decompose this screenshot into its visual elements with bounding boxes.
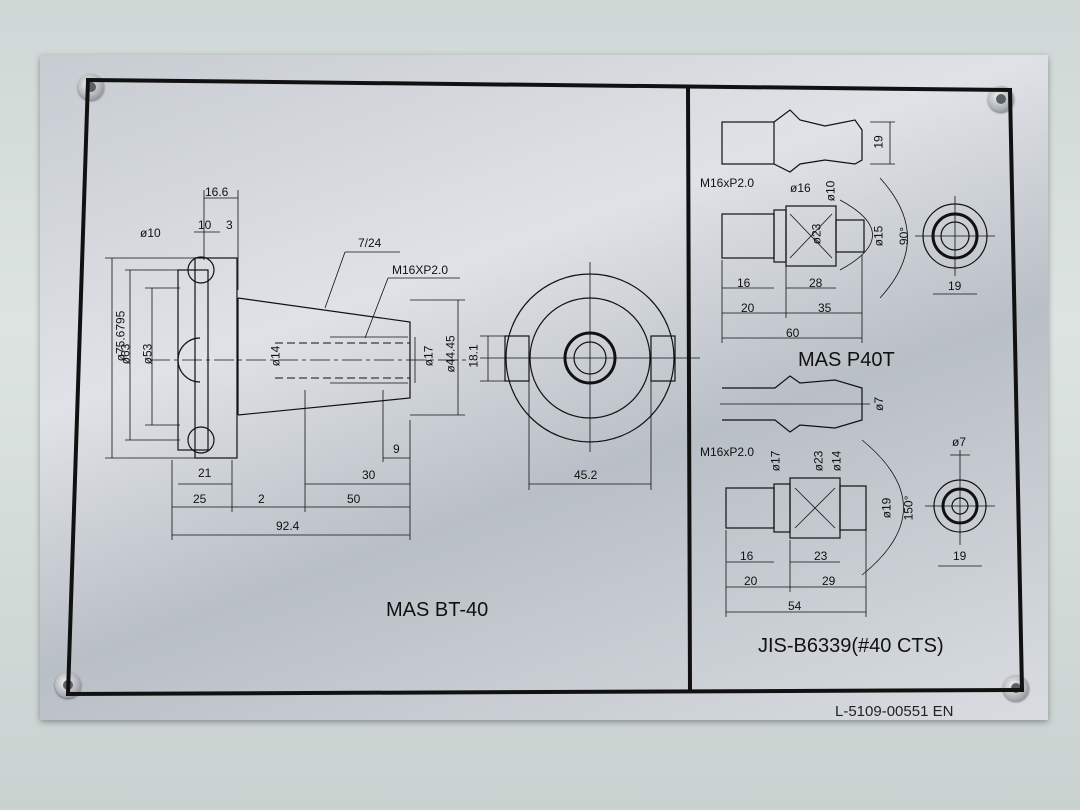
thread-label: M16XP2.0 [392,263,449,277]
dim-18-1: 18.1 [466,344,481,368]
dim-3: 3 [226,218,233,232]
jis-23: 23 [814,549,828,563]
p40t-w19: 19 [948,279,962,293]
p40t-28: 28 [809,276,823,290]
dim-92-4: 92.4 [276,519,300,533]
jis-a150: 150° [901,495,916,521]
dim-d53: ø53 [140,343,155,365]
p40t-d23: ø23 [809,223,824,245]
jis-title: JIS-B6339(#40 CTS) [758,635,944,657]
dim-d63: ø63 [118,343,133,365]
p40t-a90: 90° [897,226,912,246]
jis-d23: ø23 [811,450,826,472]
jis-20: 20 [744,574,758,588]
jis-16: 16 [740,549,754,563]
dim-2: 2 [258,492,265,506]
p40t-20: 20 [741,301,755,315]
screw-bottom-right-icon [1003,675,1029,701]
p40t-thread: M16xP2.0 [700,176,755,190]
p40t-16: 16 [737,276,751,290]
p40t-dim-19a: 19 [871,135,886,149]
jis-d7b: ø7 [952,435,967,449]
dim-21: 21 [198,466,212,480]
jis-54: 54 [788,599,802,613]
jis-d17: ø17 [768,450,783,472]
dim-9: 9 [393,442,400,456]
dim-45-2: 45.2 [574,468,598,482]
p40t-35: 35 [818,301,832,315]
p40t-60: 60 [786,326,800,340]
dim-50: 50 [347,492,361,506]
dim-d17: ø17 [421,345,436,367]
dim-d10: ø10 [140,226,161,240]
dim-25: 25 [193,492,207,506]
jis-29: 29 [822,574,836,588]
dim-10: 10 [198,218,212,232]
left-title: MAS BT-40 [386,599,489,621]
jis-d14: ø14 [829,450,844,472]
dim-d14: ø14 [268,345,283,367]
part-number: L-5109-00551 EN [835,703,954,720]
dim-30: 30 [362,468,376,482]
jis-w19: 19 [953,549,967,563]
taper-label: 7/24 [358,236,382,250]
p40t-title: MAS P40T [798,349,895,371]
p40t-d15: ø15 [871,225,886,247]
dim-d44: ø44.45 [443,335,458,373]
p40t-d16: ø16 [790,181,811,195]
dim-16-6: 16.6 [205,185,229,199]
jis-thread: M16xP2.0 [700,445,755,459]
jis-d7a: ø7 [872,396,887,412]
p40t-d10: ø10 [823,180,838,202]
jis-d19: ø19 [879,497,894,519]
